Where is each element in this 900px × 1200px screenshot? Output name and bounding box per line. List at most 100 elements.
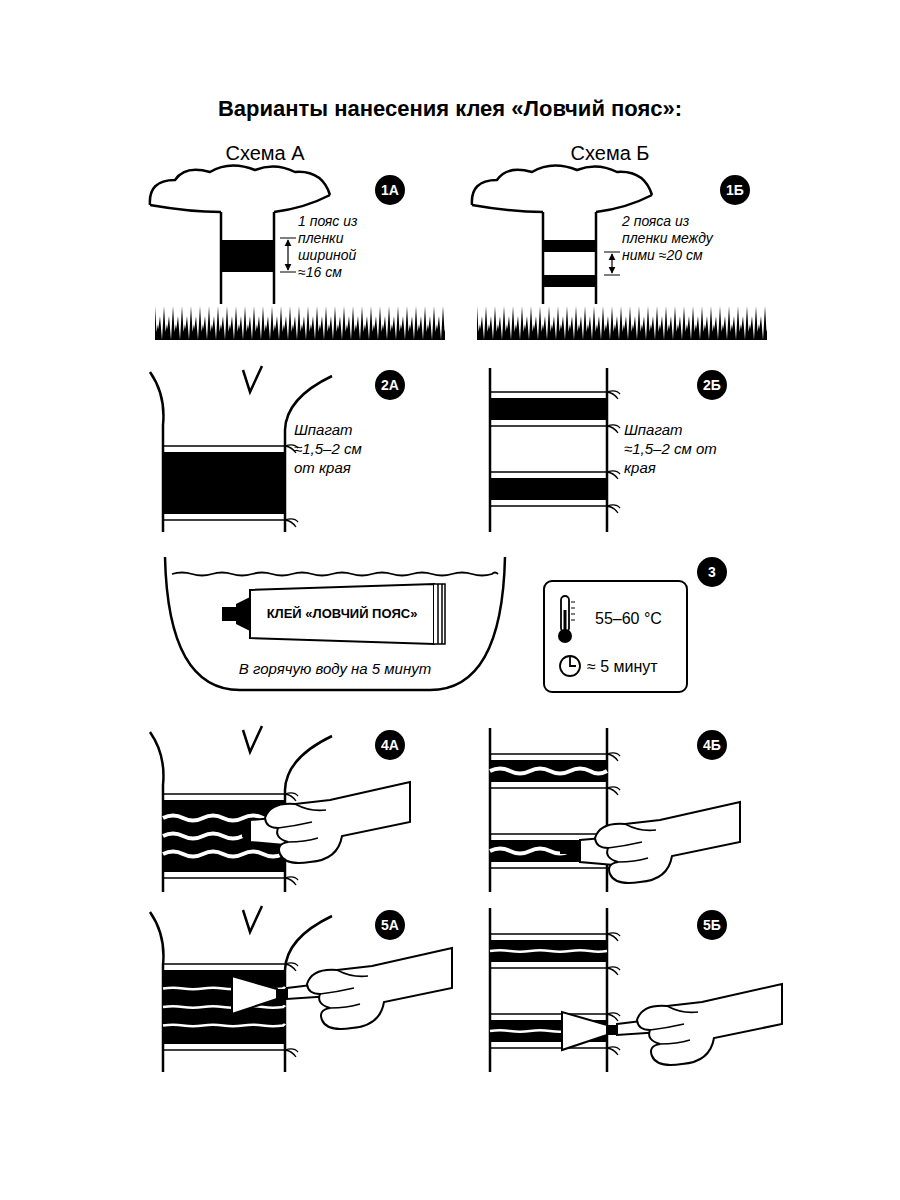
callout-number: 2А: [375, 370, 405, 400]
twine: [163, 963, 285, 965]
illustration: [230, 782, 410, 863]
thermometer-icon: [558, 596, 575, 643]
water-surface: [172, 573, 498, 576]
twine-end: [607, 967, 620, 975]
callout-text: 2А: [381, 377, 399, 393]
callout-number: 5А: [375, 910, 405, 940]
twine: [490, 391, 607, 393]
twine: [490, 933, 607, 935]
glue-tube: КЛЕЙ «ЛОВЧИЙ ПОЯС»: [222, 582, 448, 646]
callout-number: 2Б: [697, 370, 727, 400]
film-belt: [163, 452, 285, 514]
film-belt: [543, 240, 596, 252]
glue-layer: [490, 950, 607, 952]
tube-label: КЛЕЙ «ЛОВЧИЙ ПОЯС»: [254, 606, 430, 622]
twine: [163, 445, 285, 447]
twine-end: [285, 793, 298, 801]
clock-icon: [560, 656, 580, 676]
illustration: [562, 984, 782, 1065]
film-belt: [490, 940, 607, 962]
thermometer-icon: [571, 602, 575, 620]
clock-icon: [570, 657, 576, 666]
glue-layer: [163, 1006, 285, 1008]
dimension-arrow: [604, 252, 620, 275]
annotation: Шпагат ≈1,5–2 см от края: [294, 420, 380, 477]
illustration: [560, 802, 740, 883]
twine-end: [607, 505, 620, 513]
twine-end: [607, 1047, 620, 1055]
twine: [490, 505, 607, 507]
glue-layer: [490, 769, 607, 774]
callout-text: 5А: [381, 917, 399, 933]
scheme-heading: Схема А: [195, 141, 335, 165]
twine: [490, 787, 607, 789]
twine-end: [607, 787, 620, 795]
twine: [490, 967, 607, 969]
film-belt: [221, 240, 274, 272]
callout-text: 4А: [381, 737, 399, 753]
twine: [163, 519, 285, 521]
dimension-arrow: [611, 254, 612, 273]
twine: [490, 1047, 607, 1049]
basin-caption: В горячую воду на 5 минут: [200, 660, 470, 678]
film-belt: [163, 391, 620, 1057]
title: Варианты нанесения клея «Ловчий пояс»:: [20, 96, 880, 122]
twine: [163, 877, 285, 879]
twine-end: [285, 963, 298, 971]
twine: [490, 471, 607, 473]
illustration: [490, 728, 607, 892]
dimension-arrow: [287, 240, 288, 270]
callout-number: 1А: [375, 175, 405, 205]
callout-text: 1Б: [726, 182, 744, 198]
twine: [490, 1013, 607, 1015]
twine: [163, 1049, 285, 1051]
callout-number: 5Б: [697, 910, 727, 940]
film-belt: [543, 275, 596, 287]
tube-cap: [222, 607, 236, 621]
twine-end: [607, 933, 620, 941]
tube-crimp: [434, 584, 445, 644]
info-text: 55–60 °C: [595, 609, 662, 628]
film-belt: [490, 478, 607, 500]
illustration: [490, 368, 607, 532]
twine: [490, 425, 607, 427]
film-belt: [163, 970, 285, 1044]
twine: [490, 867, 607, 869]
dimension-arrow: [280, 238, 296, 272]
twine: [490, 753, 607, 755]
twine-end: [607, 471, 620, 479]
annotation: 1 пояс из пленки шириной ≈16 см: [298, 213, 378, 281]
twine-end: [607, 1013, 620, 1021]
twine-end: [607, 425, 620, 433]
tree: [472, 165, 767, 340]
thermometer-icon: [558, 629, 572, 643]
twine-end: [607, 753, 620, 761]
film-belt: [490, 760, 607, 782]
thermometer-icon: [564, 610, 567, 632]
twine: [163, 793, 285, 795]
callout-text: 2Б: [703, 377, 721, 393]
twine: [490, 833, 607, 835]
callout-number: 3: [697, 557, 727, 587]
clock-icon: [560, 656, 580, 676]
scheme-heading: Схема Б: [540, 141, 680, 165]
callout-number: 4Б: [697, 730, 727, 760]
film-belt: [490, 398, 607, 420]
water-basin: В горячую воду на 5 минут КЛЕЙ «ЛОВЧИЙ ПО…: [160, 552, 510, 695]
thermometer-icon: [561, 596, 569, 632]
tube-body: [250, 584, 434, 644]
info-text: ≈ 5 минут: [587, 657, 658, 676]
twine-end: [285, 1049, 298, 1057]
info-box: 55–60 °C ≈ 5 минут: [543, 580, 688, 693]
annotation: Шпагат ≈1,5–2 см от края: [624, 420, 720, 477]
tube-neck: [236, 597, 250, 631]
callout-text: 4Б: [703, 737, 721, 753]
basin-outline: [165, 557, 505, 690]
callout-number: 1Б: [720, 175, 750, 205]
tree: [150, 165, 445, 340]
callout-number: 4А: [375, 730, 405, 760]
twine-end: [285, 877, 298, 885]
glue-layer: [163, 1025, 285, 1027]
callout-text: 1А: [381, 182, 399, 198]
